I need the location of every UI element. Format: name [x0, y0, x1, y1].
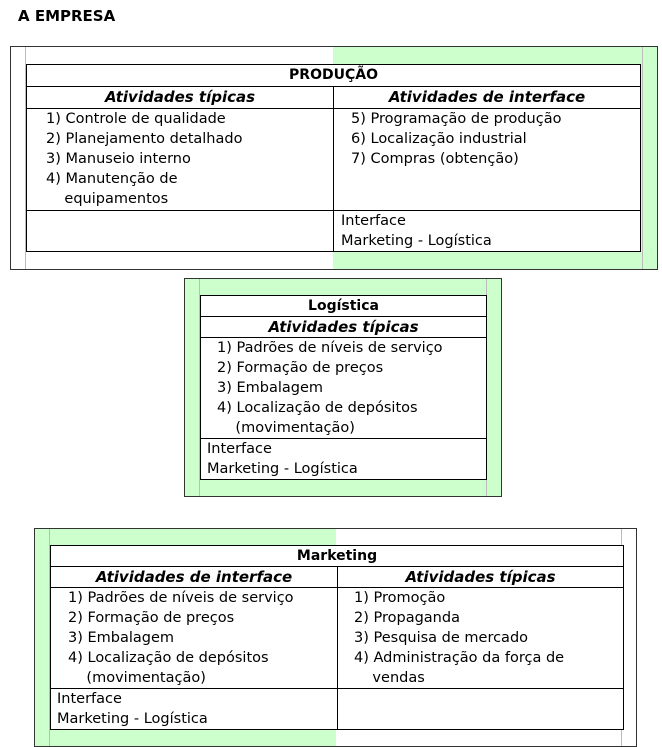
producao-box: PRODUÇÃO Atividades típicas Atividades d… — [10, 46, 658, 270]
list-item: 4) Manutenção de — [46, 171, 178, 187]
list-item: 6) Localização industrial — [351, 131, 527, 147]
list-item: 1) Promoção — [354, 590, 446, 606]
list-item: 1) Controle de qualidade — [46, 111, 226, 127]
list-item: 2) Formação de preços — [68, 610, 235, 626]
list-item: 4) Localização de depósitos — [217, 400, 418, 416]
list-item: 5) Programação de produção — [351, 111, 562, 127]
empty-cell — [26, 210, 334, 252]
logistica-list: 1) Padrões de níveis de serviço 2) Formaç… — [200, 337, 487, 439]
producao-right-header: Atividades de interface — [332, 86, 642, 109]
producao-frame: PRODUÇÃO Atividades típicas Atividades d… — [25, 47, 643, 269]
list-item: 7) Compras (obtenção) — [351, 151, 519, 167]
logistica-frame: Logística Atividades típicas 1) Padrões … — [199, 279, 487, 496]
producao-table: PRODUÇÃO Atividades típicas Atividades d… — [25, 64, 642, 252]
interface-label: Interface — [57, 691, 122, 707]
list-item: 2) Propaganda — [354, 610, 460, 626]
producao-right-list: 5) Programação de produção 6) Localização… — [332, 108, 642, 211]
list-item: 3) Embalagem — [217, 380, 324, 396]
producao-title: PRODUÇÃO — [25, 64, 642, 87]
marketing-right-list: 1) Promoção 2) Propaganda 3) Pesquisa de m… — [336, 587, 625, 689]
list-item: (movimentação) — [68, 670, 206, 686]
list-item: 4) Localização de depósitos — [68, 650, 269, 666]
list-item: 3) Embalagem — [68, 630, 175, 646]
page-title: A EMPRESA — [18, 7, 116, 25]
marketing-table: Marketing Atividades de interface Ativid… — [49, 545, 625, 730]
producao-left-list: 1) Controle de qualidade 2) Planejamento … — [26, 108, 334, 211]
list-item: 3) Manuseio interno — [46, 151, 191, 167]
logistica-title: Logística — [200, 295, 487, 317]
interface-value: Marketing - Logística — [207, 461, 358, 477]
producao-left-header: Atividades típicas — [26, 86, 334, 109]
list-item: 2) Formação de preços — [217, 360, 384, 376]
marketing-left-list: 1) Padrões de níveis de serviço 2) Formaç… — [50, 587, 338, 689]
list-item: 1) Padrões de níveis de serviço — [68, 590, 294, 606]
interface-label: Interface — [341, 213, 406, 229]
empty-cell — [336, 688, 625, 730]
marketing-box: Marketing Atividades de interface Ativid… — [34, 528, 637, 747]
list-item: 3) Pesquisa de mercado — [354, 630, 529, 646]
list-item: (movimentação) — [217, 420, 355, 436]
list-item: 2) Planejamento detalhado — [46, 131, 243, 147]
logistica-table: Logística Atividades típicas 1) Padrões … — [200, 295, 487, 480]
list-item: 1) Padrões de níveis de serviço — [217, 340, 443, 356]
interface-label: Interface — [207, 441, 272, 457]
list-item: 4) Administração da força de — [354, 650, 565, 666]
marketing-title: Marketing — [49, 545, 625, 567]
logistica-box: Logística Atividades típicas 1) Padrões … — [184, 278, 502, 497]
marketing-frame: Marketing Atividades de interface Ativid… — [49, 529, 625, 746]
list-item: vendas — [354, 670, 425, 686]
interface-value: Marketing - Logística — [57, 711, 208, 727]
marketing-left-header: Atividades de interface — [50, 566, 338, 588]
logistica-header: Atividades típicas — [200, 316, 487, 338]
list-item: equipamentos — [46, 191, 169, 207]
marketing-right-header: Atividades típicas — [336, 566, 625, 588]
interface-value: Marketing - Logística — [341, 233, 492, 249]
